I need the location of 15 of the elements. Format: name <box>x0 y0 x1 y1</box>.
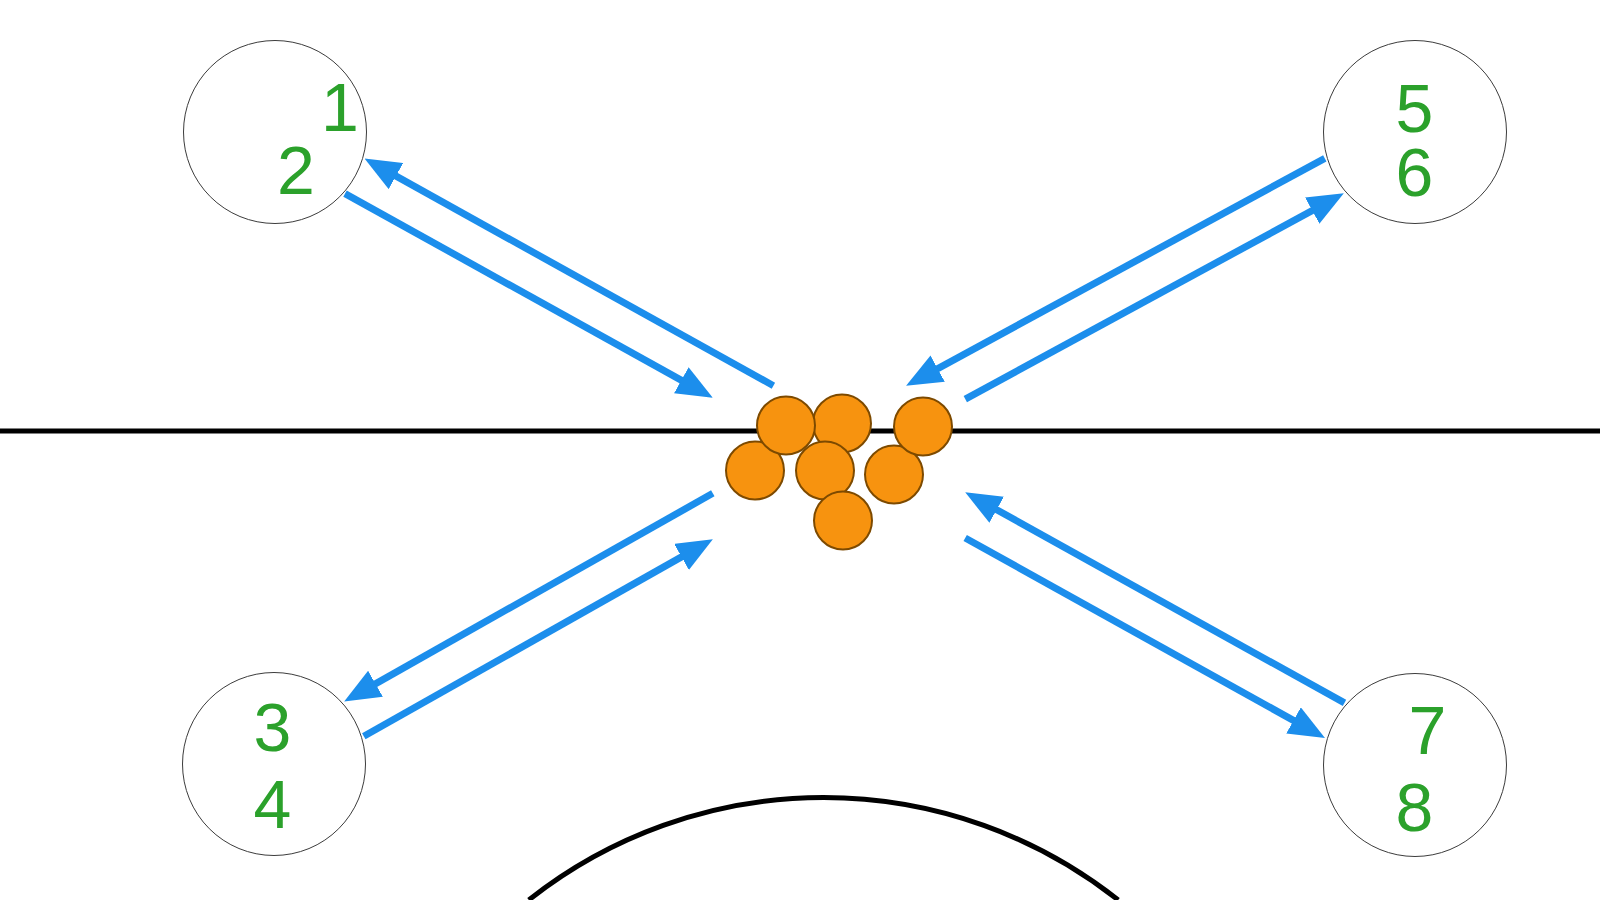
arrow <box>963 193 1344 403</box>
arrow <box>362 539 713 740</box>
number-label: 3 <box>253 692 292 761</box>
arrow <box>906 155 1327 386</box>
number-label: 8 <box>1395 772 1434 841</box>
number-label: 1 <box>321 73 359 141</box>
number-label: 2 <box>277 136 315 204</box>
arrow <box>343 190 713 398</box>
arrow <box>344 490 715 702</box>
arrow <box>963 534 1325 738</box>
number-label: 7 <box>1408 695 1447 764</box>
arrow <box>364 158 776 389</box>
arrow <box>965 492 1347 706</box>
ball-cluster <box>725 392 953 551</box>
number-label: 4 <box>253 769 292 838</box>
